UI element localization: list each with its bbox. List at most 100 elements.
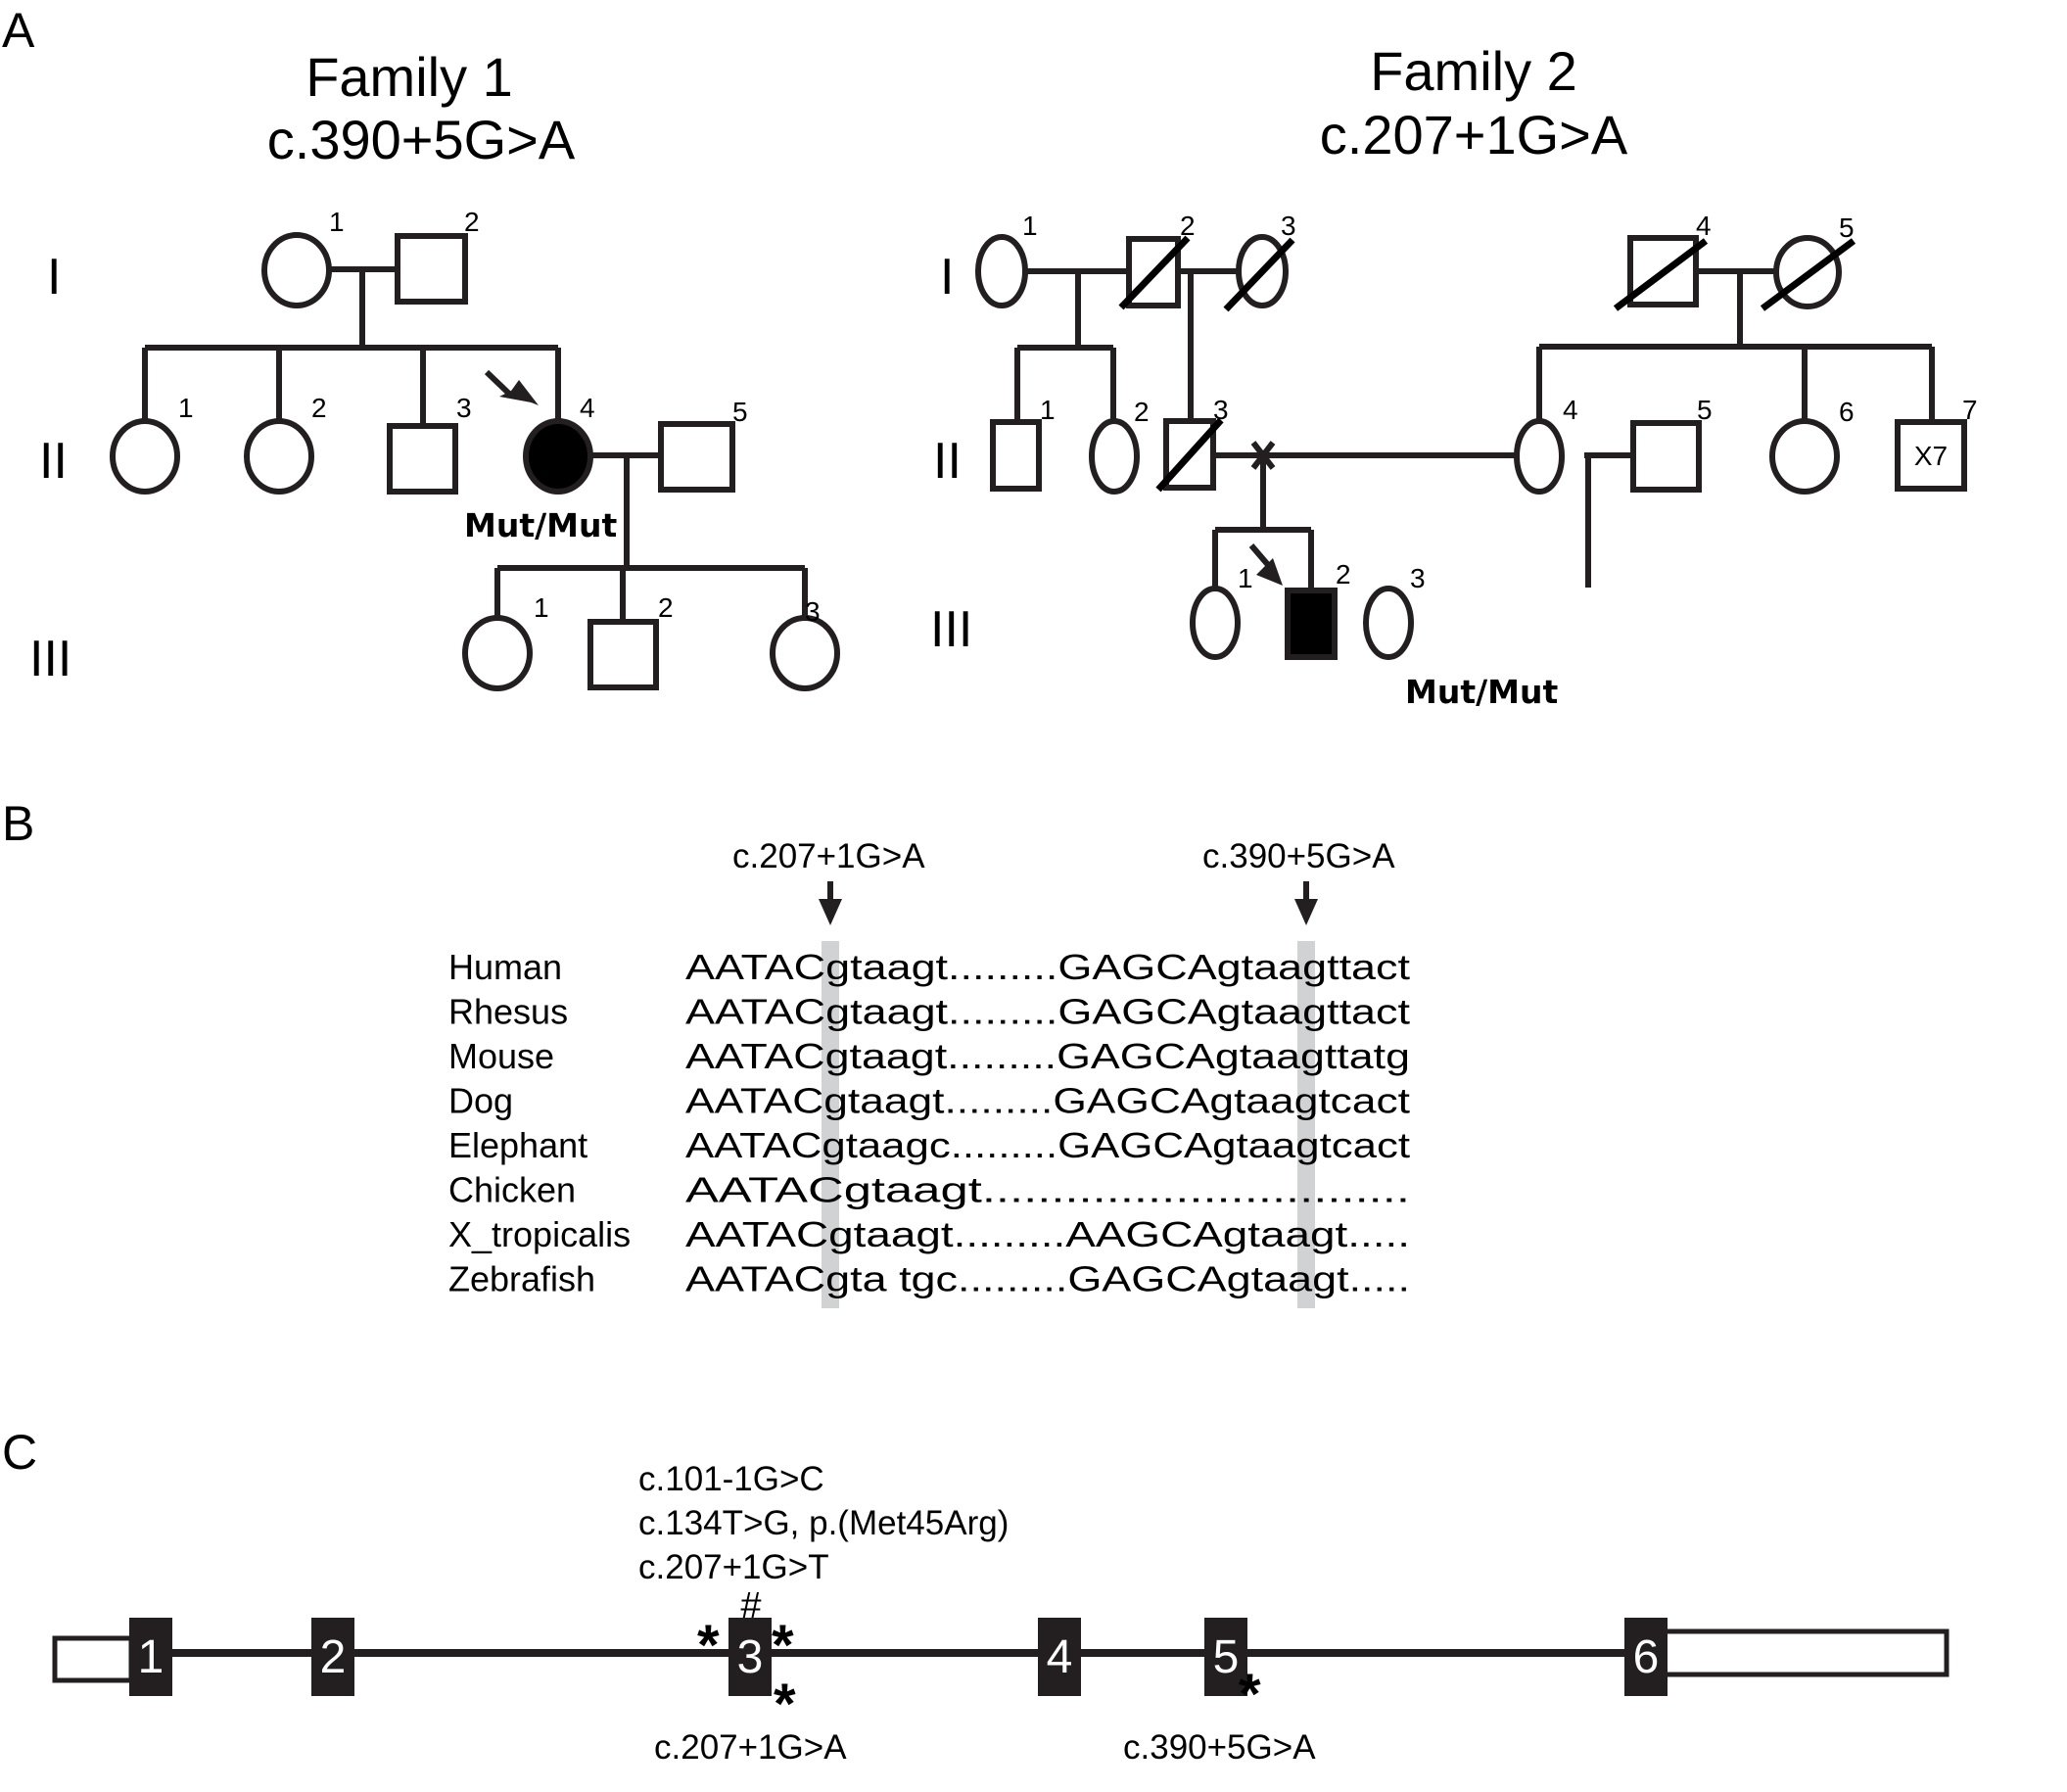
family2-title: Family 2 — [1370, 40, 1577, 102]
female-symbol — [1514, 418, 1565, 495]
individual-number: 3 — [1410, 563, 1426, 593]
individual-number: 6 — [1839, 397, 1855, 427]
affected-female-symbol — [523, 418, 593, 495]
species-name: Human — [448, 947, 562, 987]
female-symbol — [1190, 586, 1241, 660]
panel-label-a: A — [2, 3, 35, 58]
individual-number: 4 — [580, 393, 595, 423]
family1-gen-iii: III — [29, 631, 71, 687]
conserved-site-highlight — [1297, 941, 1315, 1308]
individual-number: 1 — [1022, 211, 1038, 241]
individual-number: 2 — [1336, 559, 1351, 589]
individual-number: 3 — [1281, 211, 1296, 241]
individual-number: 3 — [456, 393, 472, 423]
panel-label-c: C — [2, 1425, 37, 1480]
asterisk-marker: * — [772, 1614, 794, 1677]
female-symbol — [1089, 418, 1140, 495]
male-symbol — [387, 423, 458, 495]
variant-label: c.134T>G, p.(Met45Arg) — [638, 1504, 1009, 1542]
affected-male-symbol — [1285, 588, 1338, 660]
proband-arrow — [1248, 543, 1283, 586]
individual-number: 5 — [732, 397, 748, 427]
individual-number: 2 — [464, 207, 480, 237]
genotype-label: Mut/Mut — [464, 506, 617, 544]
individual-number: 2 — [1180, 211, 1196, 241]
female-symbol — [261, 232, 332, 308]
alignment-marker-2: c.390+5G>A — [1202, 837, 1395, 875]
male-symbol — [658, 421, 735, 493]
sibling-count: X7 — [1914, 441, 1948, 471]
exon-box — [1038, 1618, 1081, 1696]
panel-label-b: B — [2, 796, 34, 851]
deceased-slash — [1613, 238, 1709, 311]
female-symbol — [1769, 418, 1840, 495]
species-name: Rhesus — [448, 992, 568, 1032]
exon-box — [129, 1618, 172, 1696]
female-symbol — [462, 615, 533, 691]
exon-number: 4 — [1047, 1631, 1073, 1683]
individual-number: 1 — [1238, 563, 1253, 593]
sequence-row: AATACgta tgc.........GAGCAgtaagt..... — [685, 1259, 1410, 1299]
asterisk-marker: * — [697, 1614, 720, 1677]
variant-label: c.390+5G>A — [1123, 1728, 1316, 1767]
family2-gen-iii: III — [930, 601, 972, 658]
arrow-down-icon — [819, 899, 842, 925]
individual-number: 5 — [1697, 395, 1713, 425]
individual-number: 5 — [1839, 212, 1855, 243]
exon-number: 6 — [1633, 1631, 1660, 1683]
individual-number: 1 — [178, 393, 194, 423]
exon-box — [1204, 1618, 1247, 1696]
exon-box — [311, 1618, 354, 1696]
sequence-row: AATACgtaagt.........GAGCAgtaagttact — [685, 992, 1410, 1032]
family2-gen-ii: II — [933, 433, 962, 490]
species-name: Mouse — [448, 1036, 554, 1076]
species-name: Zebrafish — [448, 1259, 595, 1299]
utr-5prime — [52, 1635, 134, 1683]
individual-number: 2 — [311, 393, 327, 423]
family1-title: Family 1 — [305, 46, 513, 108]
female-symbol — [975, 234, 1028, 308]
exon-box — [728, 1618, 772, 1696]
female-symbol — [244, 418, 314, 495]
arrow-down-icon — [1294, 899, 1318, 925]
exon-number: 5 — [1213, 1631, 1240, 1683]
sequence-row: AATACgtaagt.........GAGCAgtaagttact — [685, 947, 1410, 987]
male-symbol — [990, 419, 1042, 492]
individual-number: 2 — [1134, 397, 1150, 427]
sequence-row: AATACgtaagt.........GAGCAgtaagttatg — [685, 1036, 1410, 1076]
family1-gen-i: I — [47, 249, 61, 306]
arrow-head-icon — [1256, 558, 1283, 586]
exon-number: 3 — [737, 1631, 764, 1683]
family1-variant: c.390+5G>A — [267, 109, 576, 170]
individual-number: 7 — [1962, 395, 1978, 425]
individual-number: 1 — [329, 207, 345, 237]
variant-label: c.101-1G>C — [638, 1460, 824, 1498]
family1-gen-ii: II — [39, 433, 68, 490]
deceased-slash — [1155, 417, 1224, 493]
conserved-site-highlight — [822, 941, 839, 1308]
sequence-row: AATACgtaagc.........GAGCAgtaagtcact — [685, 1125, 1410, 1165]
gene-structure: c.101-1G>C c.134T>G, p.(Met45Arg) c.207+… — [52, 1460, 1950, 1767]
species-name: Chicken — [448, 1170, 576, 1210]
sequence-row: AATACgtaagt.............................… — [685, 1170, 1410, 1210]
female-symbol — [1363, 586, 1414, 660]
male-symbol — [587, 619, 659, 690]
proband-arrow — [484, 369, 539, 405]
sequence-row: AATACgtaagt.........GAGCAgtaagtcact — [685, 1081, 1410, 1121]
family2-variant: c.207+1G>A — [1320, 104, 1628, 165]
individual-number: 1 — [534, 592, 549, 623]
species-name: Elephant — [448, 1125, 587, 1165]
individual-number: 3 — [805, 596, 821, 627]
individual-number: 4 — [1696, 211, 1712, 241]
utr-3prime — [1660, 1628, 1950, 1677]
male-symbol — [395, 233, 468, 305]
individual-number: 4 — [1563, 395, 1578, 425]
family2-pedigree: Family 2 c.207+1G>A I II III 1 — [930, 40, 1978, 711]
asterisk-marker: * — [1239, 1663, 1261, 1726]
species-name: X_tropicalis — [448, 1214, 631, 1254]
variant-label: c.207+1G>T — [638, 1548, 829, 1586]
